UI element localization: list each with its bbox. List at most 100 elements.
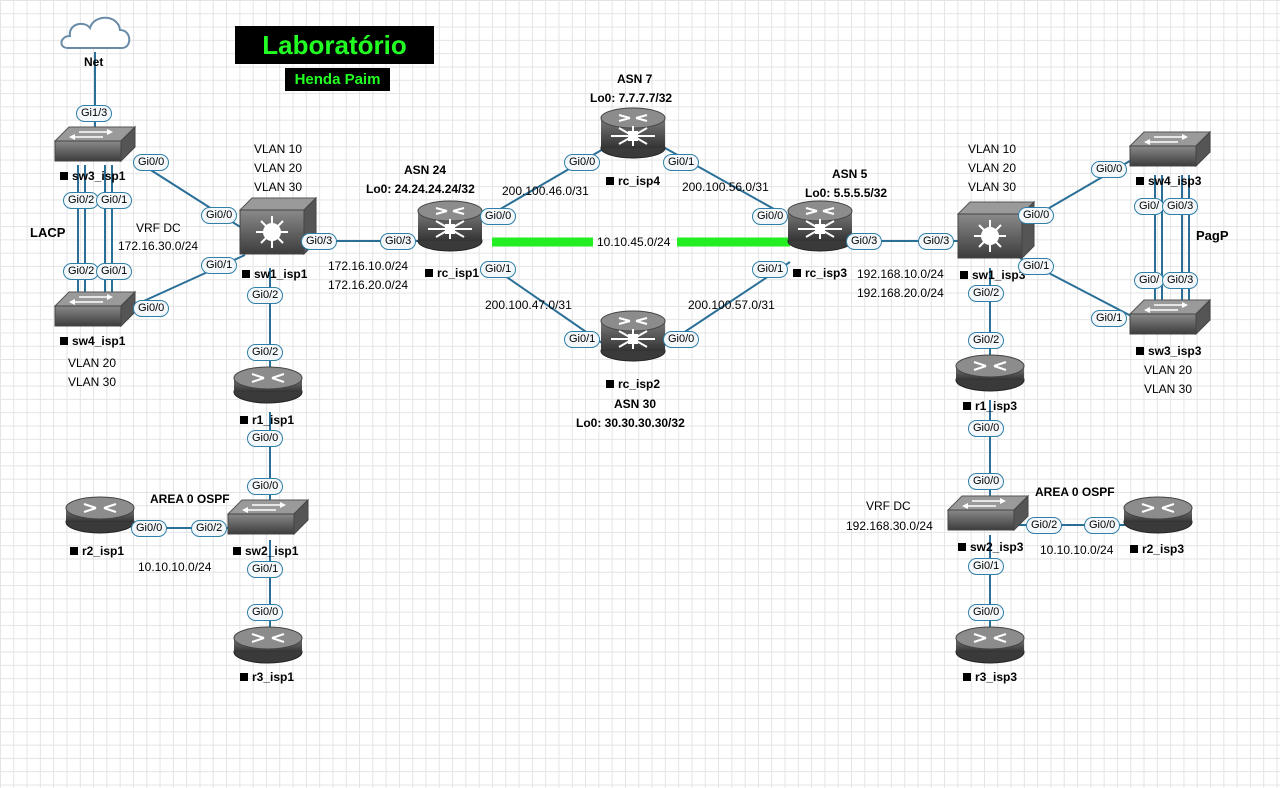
switch-icon[interactable] — [54, 126, 136, 162]
device-label-sw2-isp1: sw2_isp1 — [233, 544, 298, 558]
port-r1-isp1-gi0-0: Gi0/0 — [247, 430, 284, 447]
network-200-100-47: 200.100.47.0/31 — [485, 298, 572, 312]
device-label-rc-isp4: rc_isp4 — [606, 174, 660, 188]
loopback-asn-5: Lo0: 5.5.5.5/32 — [805, 186, 888, 200]
router-icon[interactable] — [1123, 496, 1193, 534]
port-sw1-isp3-gi0-2: Gi0/2 — [968, 285, 1005, 302]
vrf-label-isp3: VRF DC — [866, 499, 911, 513]
port-sw1-isp1-gi0-3: Gi0/3 — [301, 233, 338, 250]
port-r3-isp1-gi0-0: Gi0/0 — [247, 604, 284, 621]
vlan-list-sw4-isp1: VLAN 20 VLAN 30 — [68, 356, 117, 389]
core-router-icon[interactable] — [417, 200, 483, 252]
vrf-network-isp1: 172.16.30.0/24 — [118, 239, 199, 253]
port-rc-isp3-gi0-1: Gi0/1 — [752, 261, 789, 278]
asn-24-label: ASN 24 — [404, 163, 447, 177]
router-icon[interactable] — [955, 626, 1025, 664]
network-200-100-56: 200.100.56.0/31 — [682, 180, 769, 194]
port-sw4-isp1-gi0-0: Gi0/0 — [133, 300, 170, 317]
port-r1-isp3-gi0-0: Gi0/0 — [968, 420, 1005, 437]
port-r3-isp3-gi0-0: Gi0/0 — [968, 604, 1005, 621]
device-marker — [963, 673, 971, 681]
device-label-sw1-isp1: sw1_isp1 — [242, 267, 307, 281]
network-200-100-46: 200.100.46.0/31 — [502, 184, 589, 198]
loopback-asn-7: Lo0: 7.7.7.7/32 — [590, 91, 673, 105]
device-marker — [963, 402, 971, 410]
vlan-list-sw1-isp3: VLAN 10 VLAN 20 VLAN 30 — [968, 142, 1017, 194]
port-sw3-isp1-gi0-1: Gi0/1 — [96, 192, 133, 209]
lab-author: Henda Paim — [285, 68, 390, 91]
switch-icon[interactable] — [54, 291, 136, 327]
device-label-sw4-isp1: sw4_isp1 — [60, 334, 125, 348]
port-r1-isp1-gi0-2: Gi0/2 — [247, 344, 284, 361]
device-marker — [60, 337, 68, 345]
port-rc-isp1-gi0-1: Gi0/1 — [480, 261, 517, 278]
switch-icon[interactable] — [1129, 131, 1211, 167]
device-marker — [1130, 545, 1138, 553]
port-sw4-isp3-gi0-x: Gi0/ — [1134, 198, 1165, 215]
switch-icon[interactable] — [1129, 299, 1211, 335]
core-router-icon[interactable] — [787, 200, 853, 252]
port-rc-isp1-gi0-0: Gi0/0 — [480, 208, 517, 225]
port-sw3-isp3-gi0-x: Gi0/ — [1134, 272, 1165, 289]
port-sw1-isp1-gi0-2: Gi0/2 — [247, 287, 284, 304]
pagp-label: PagP — [1196, 228, 1229, 243]
port-sw3-isp1-gi0-0: Gi0/0 — [133, 154, 170, 171]
port-sw4-isp3-gi0-0: Gi0/0 — [1091, 161, 1128, 178]
switch-icon[interactable] — [227, 499, 309, 535]
port-sw4-isp3-gi0-3: Gi0/3 — [1162, 198, 1199, 215]
device-marker — [793, 269, 801, 277]
device-marker — [233, 547, 241, 555]
port-rc-isp4-gi0-1: Gi0/1 — [663, 154, 700, 171]
device-marker — [425, 269, 433, 277]
loopback-asn-24: Lo0: 24.24.24.24/32 — [366, 182, 475, 196]
port-rc-isp2-gi0-1: Gi0/1 — [564, 331, 601, 348]
network-10-10-10-isp3: 10.10.10.0/24 — [1040, 543, 1114, 557]
router-icon[interactable] — [233, 626, 303, 664]
port-sw3-isp1-gi0-2: Gi0/2 — [63, 192, 100, 209]
ospf-area-isp3: AREA 0 OSPF — [1035, 485, 1115, 499]
vlan-list-sw3-isp3: VLAN 20 VLAN 30 — [1144, 363, 1193, 396]
router-icon[interactable] — [955, 354, 1025, 392]
port-sw3-isp3-gi0-3: Gi0/3 — [1162, 272, 1199, 289]
device-marker — [606, 177, 614, 185]
port-rc-isp1-gi0-3: Gi0/3 — [380, 233, 417, 250]
device-label-sw4-isp3: sw4_isp3 — [1136, 174, 1201, 188]
port-sw3-isp1-gi1-3: Gi1/3 — [76, 105, 113, 122]
port-sw2-isp1-gi0-2: Gi0/2 — [191, 520, 228, 537]
ospf-area-isp1: AREA 0 OSPF — [150, 492, 230, 506]
switch-icon[interactable] — [947, 495, 1029, 531]
asn-7-label: ASN 7 — [617, 72, 653, 86]
port-sw2-isp3-gi0-1: Gi0/1 — [968, 558, 1005, 575]
device-label-rc-isp2: rc_isp2 — [606, 377, 660, 391]
router-icon[interactable] — [65, 496, 135, 534]
port-sw1-isp3-gi0-1: Gi0/1 — [1018, 258, 1055, 275]
lacp-label: LACP — [30, 225, 66, 240]
device-label-rc-isp3: rc_isp3 — [793, 266, 847, 280]
port-rc-isp2-gi0-0: Gi0/0 — [663, 331, 700, 348]
device-label-r3-isp3: r3_isp3 — [963, 670, 1017, 684]
port-sw2-isp3-gi0-0: Gi0/0 — [968, 473, 1005, 490]
router-icon[interactable] — [233, 366, 303, 404]
device-label-sw3-isp1: sw3_isp1 — [60, 169, 125, 183]
device-label-sw3-isp3: sw3_isp3 — [1136, 344, 1201, 358]
vrf-label-isp1: VRF DC — [136, 221, 181, 235]
port-sw1-isp1-gi0-1: Gi0/1 — [201, 257, 238, 274]
port-sw4-isp1-gi0-1: Gi0/1 — [96, 263, 133, 280]
lab-title: Laboratório — [235, 26, 434, 64]
device-label-r2-isp1: r2_isp1 — [70, 544, 124, 558]
device-label-r3-isp1: r3_isp1 — [240, 670, 294, 684]
device-marker — [60, 172, 68, 180]
device-label-rc-isp1: rc_isp1 — [425, 266, 479, 280]
core-router-icon[interactable] — [600, 310, 666, 362]
port-r2-isp3-gi0-0: Gi0/0 — [1084, 517, 1121, 534]
port-rc-isp3-gi0-3: Gi0/3 — [846, 233, 883, 250]
vlan-list-sw1-isp1: VLAN 10 VLAN 20 VLAN 30 — [254, 142, 303, 194]
core-router-icon[interactable] — [600, 107, 666, 159]
port-sw2-isp1-gi0-0: Gi0/0 — [247, 478, 284, 495]
asn-5-label: ASN 5 — [832, 167, 868, 181]
device-label-sw2-isp3: sw2_isp3 — [958, 540, 1023, 554]
port-sw4-isp1-gi0-2: Gi0/2 — [63, 263, 100, 280]
device-label-r1-isp3: r1_isp3 — [963, 399, 1017, 413]
vrf-network-isp3: 192.168.30.0/24 — [846, 519, 933, 533]
